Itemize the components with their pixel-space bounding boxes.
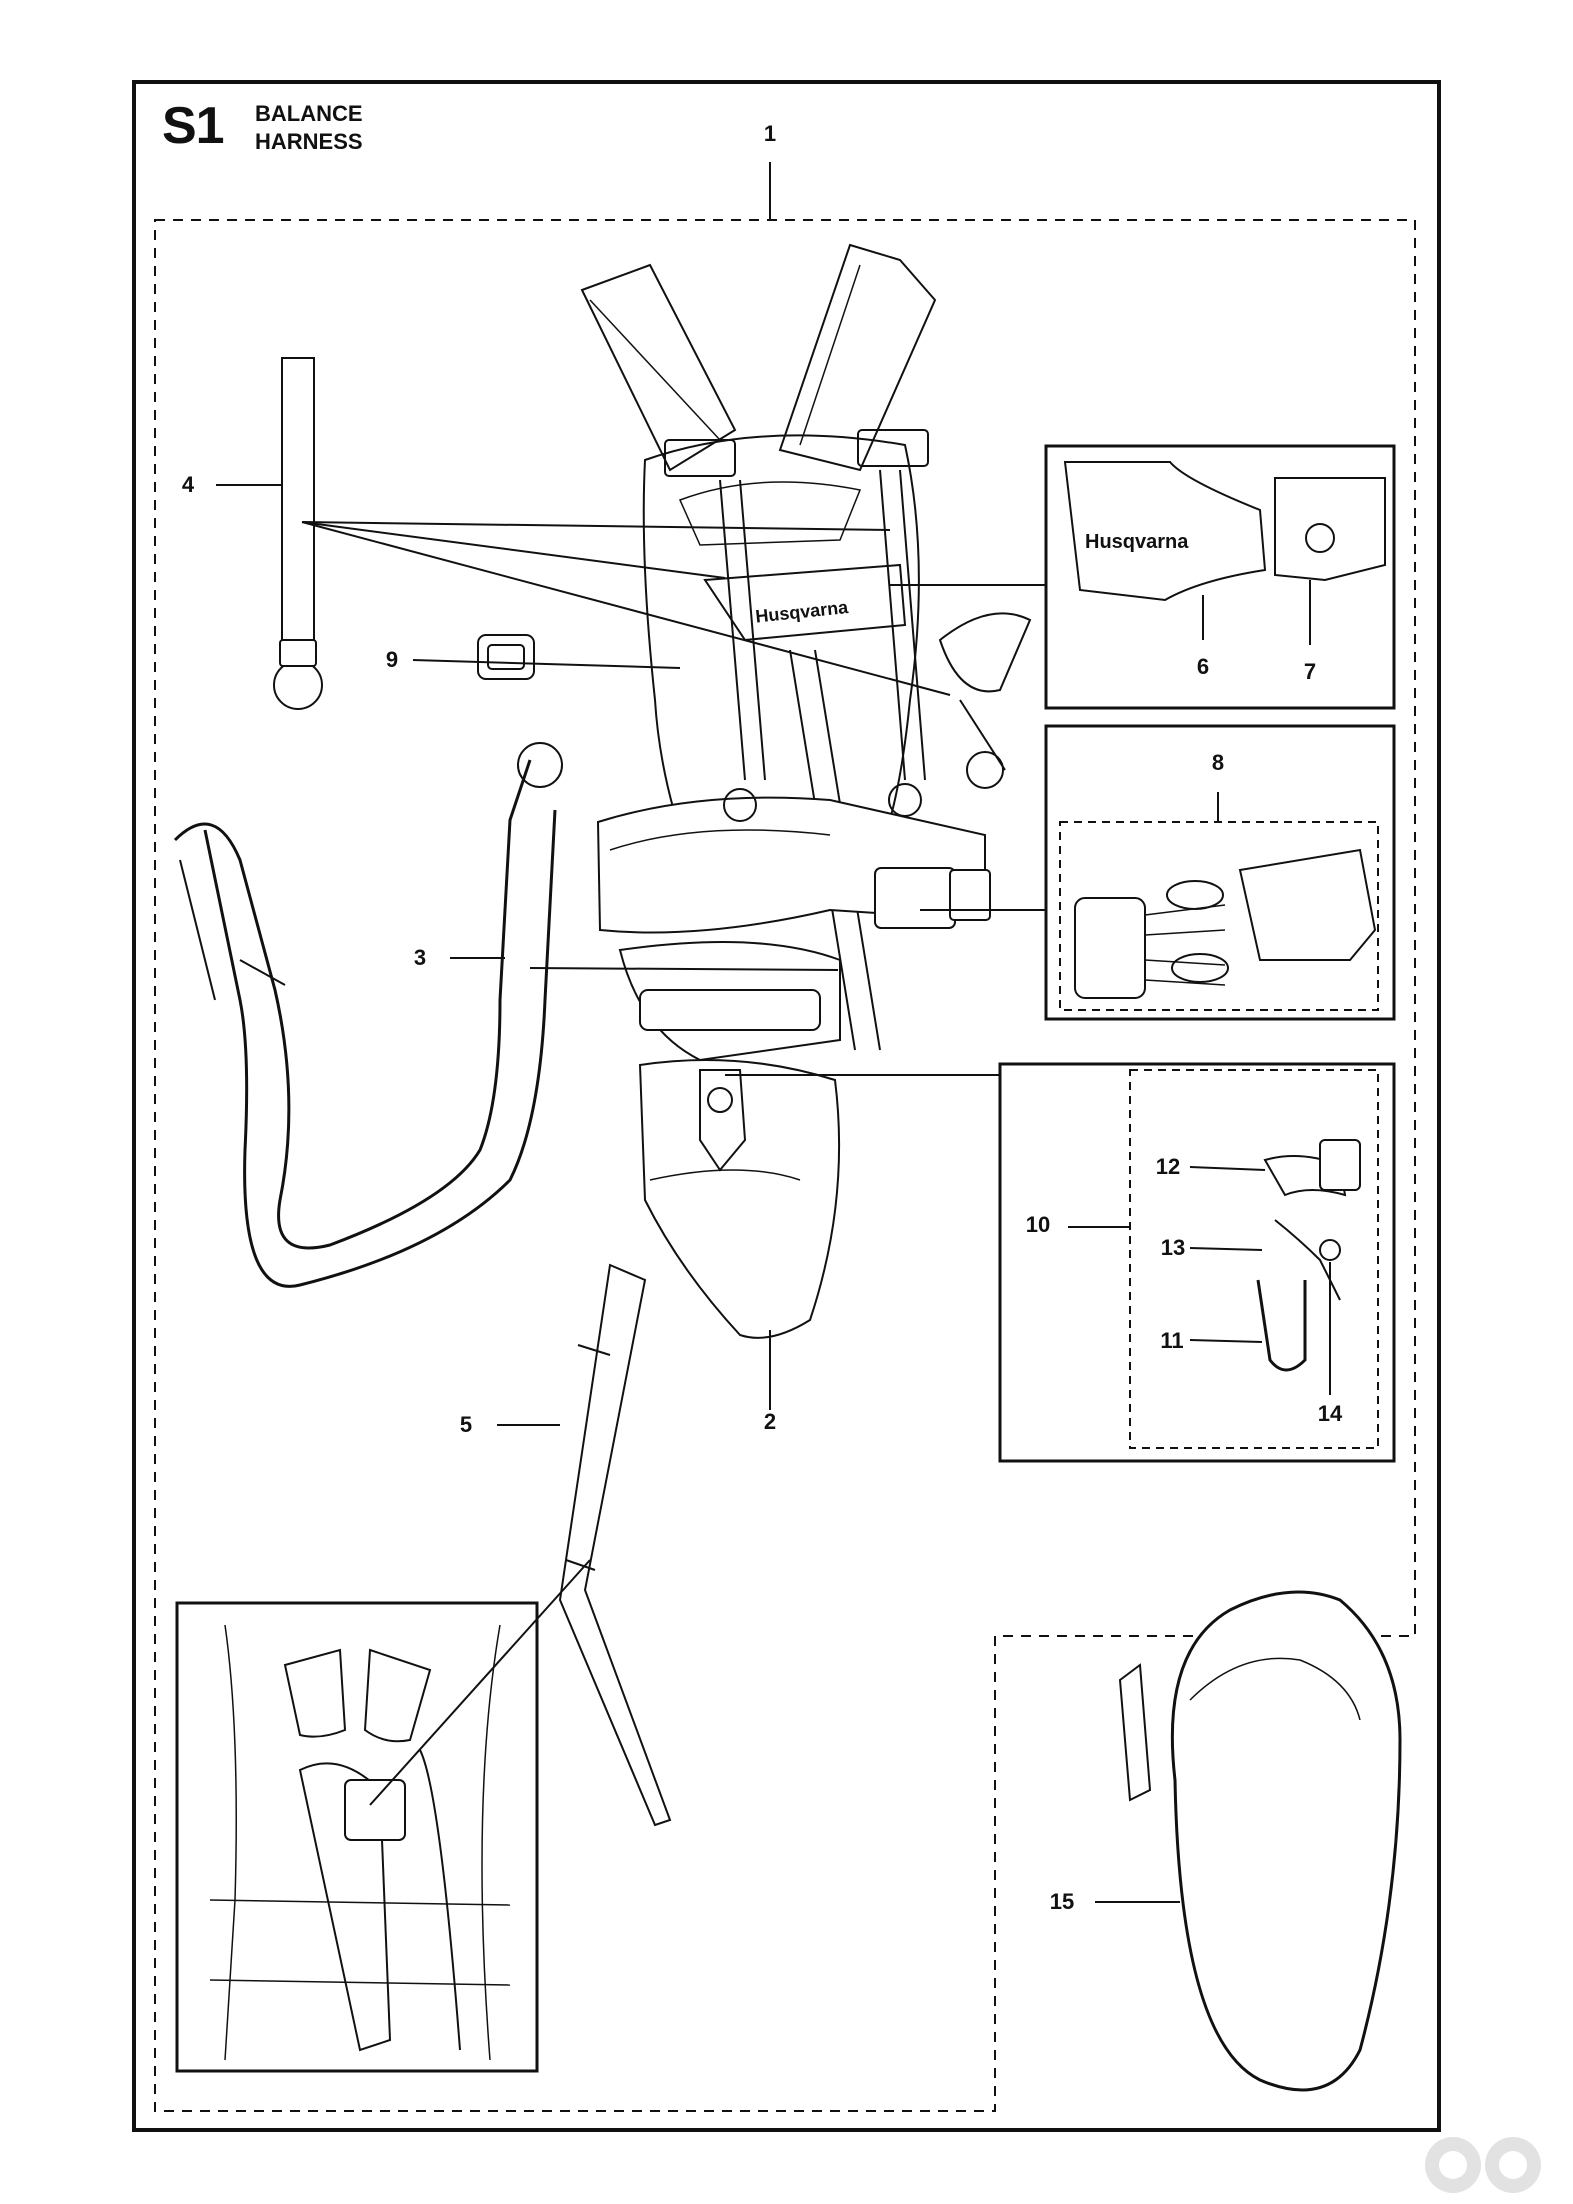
item-14-bolt: [1319, 1239, 1341, 1261]
inset-box-8: [1044, 724, 1396, 1021]
item-8-buckle-male: [1074, 897, 1146, 999]
inset-brand-text: Husqvarna: [1085, 531, 1189, 553]
title-line-2: HARNESS: [255, 129, 363, 154]
item-3-padded-tube: [173, 759, 532, 1250]
callout-8: 8: [1211, 750, 1225, 775]
callout-7: 7: [1303, 659, 1317, 684]
group-10-dashed-boundary: [1129, 1069, 1379, 1449]
watermark-logo: [1425, 2137, 1541, 2193]
item-15-bag: [1170, 1590, 1402, 2092]
section-code: S1: [162, 97, 225, 155]
leader-11: [1189, 1339, 1263, 1343]
inset-box-10-14: [998, 1062, 1396, 1463]
hook-assembly: [699, 1069, 747, 1172]
back-pad: [642, 434, 920, 862]
title-line-1: BALANCE: [255, 101, 363, 126]
leader-12: [1189, 1166, 1266, 1171]
callout-11: 11: [1160, 1328, 1184, 1353]
item-5-side-strap: [558, 1263, 672, 1827]
item-8-buckle-female: [1238, 848, 1377, 961]
section-title: BALANCE HARNESS: [255, 100, 363, 156]
item-11-snap-hook: [1256, 1279, 1307, 1372]
item-4-strap: [281, 357, 315, 644]
inset-box-detail: [175, 1601, 539, 2073]
callout-10: 10: [1025, 1212, 1051, 1237]
leader-13: [1189, 1247, 1263, 1251]
callout-5: 5: [459, 1412, 473, 1437]
inset-box-6-7: [1044, 444, 1396, 710]
callout-6: 6: [1196, 654, 1210, 679]
item-9-slide-buckle: [477, 634, 535, 680]
callout-2: 2: [763, 1409, 777, 1434]
item-6-brand-plate: [1063, 461, 1267, 602]
left-shoulder-strap: [580, 263, 737, 472]
callout-1: 1: [763, 121, 777, 146]
callout-3: 3: [413, 945, 427, 970]
callout-15: 15: [1049, 1889, 1075, 1914]
leader-9: [412, 659, 681, 669]
hip-plate: [638, 1059, 841, 1339]
callout-12: 12: [1155, 1154, 1181, 1179]
callout-9: 9: [385, 647, 399, 672]
callout-4: 4: [181, 472, 195, 497]
outer-frame: [132, 80, 1441, 2132]
callout-14: 14: [1317, 1401, 1343, 1426]
right-shoulder-strap: [778, 243, 937, 472]
callout-13: 13: [1160, 1235, 1186, 1260]
group-1-dashed-boundary: [154, 219, 1416, 2112]
group-8-dashed-boundary: [1059, 821, 1379, 1011]
harness-drawing: Husqvarna: [580, 243, 1032, 1339]
